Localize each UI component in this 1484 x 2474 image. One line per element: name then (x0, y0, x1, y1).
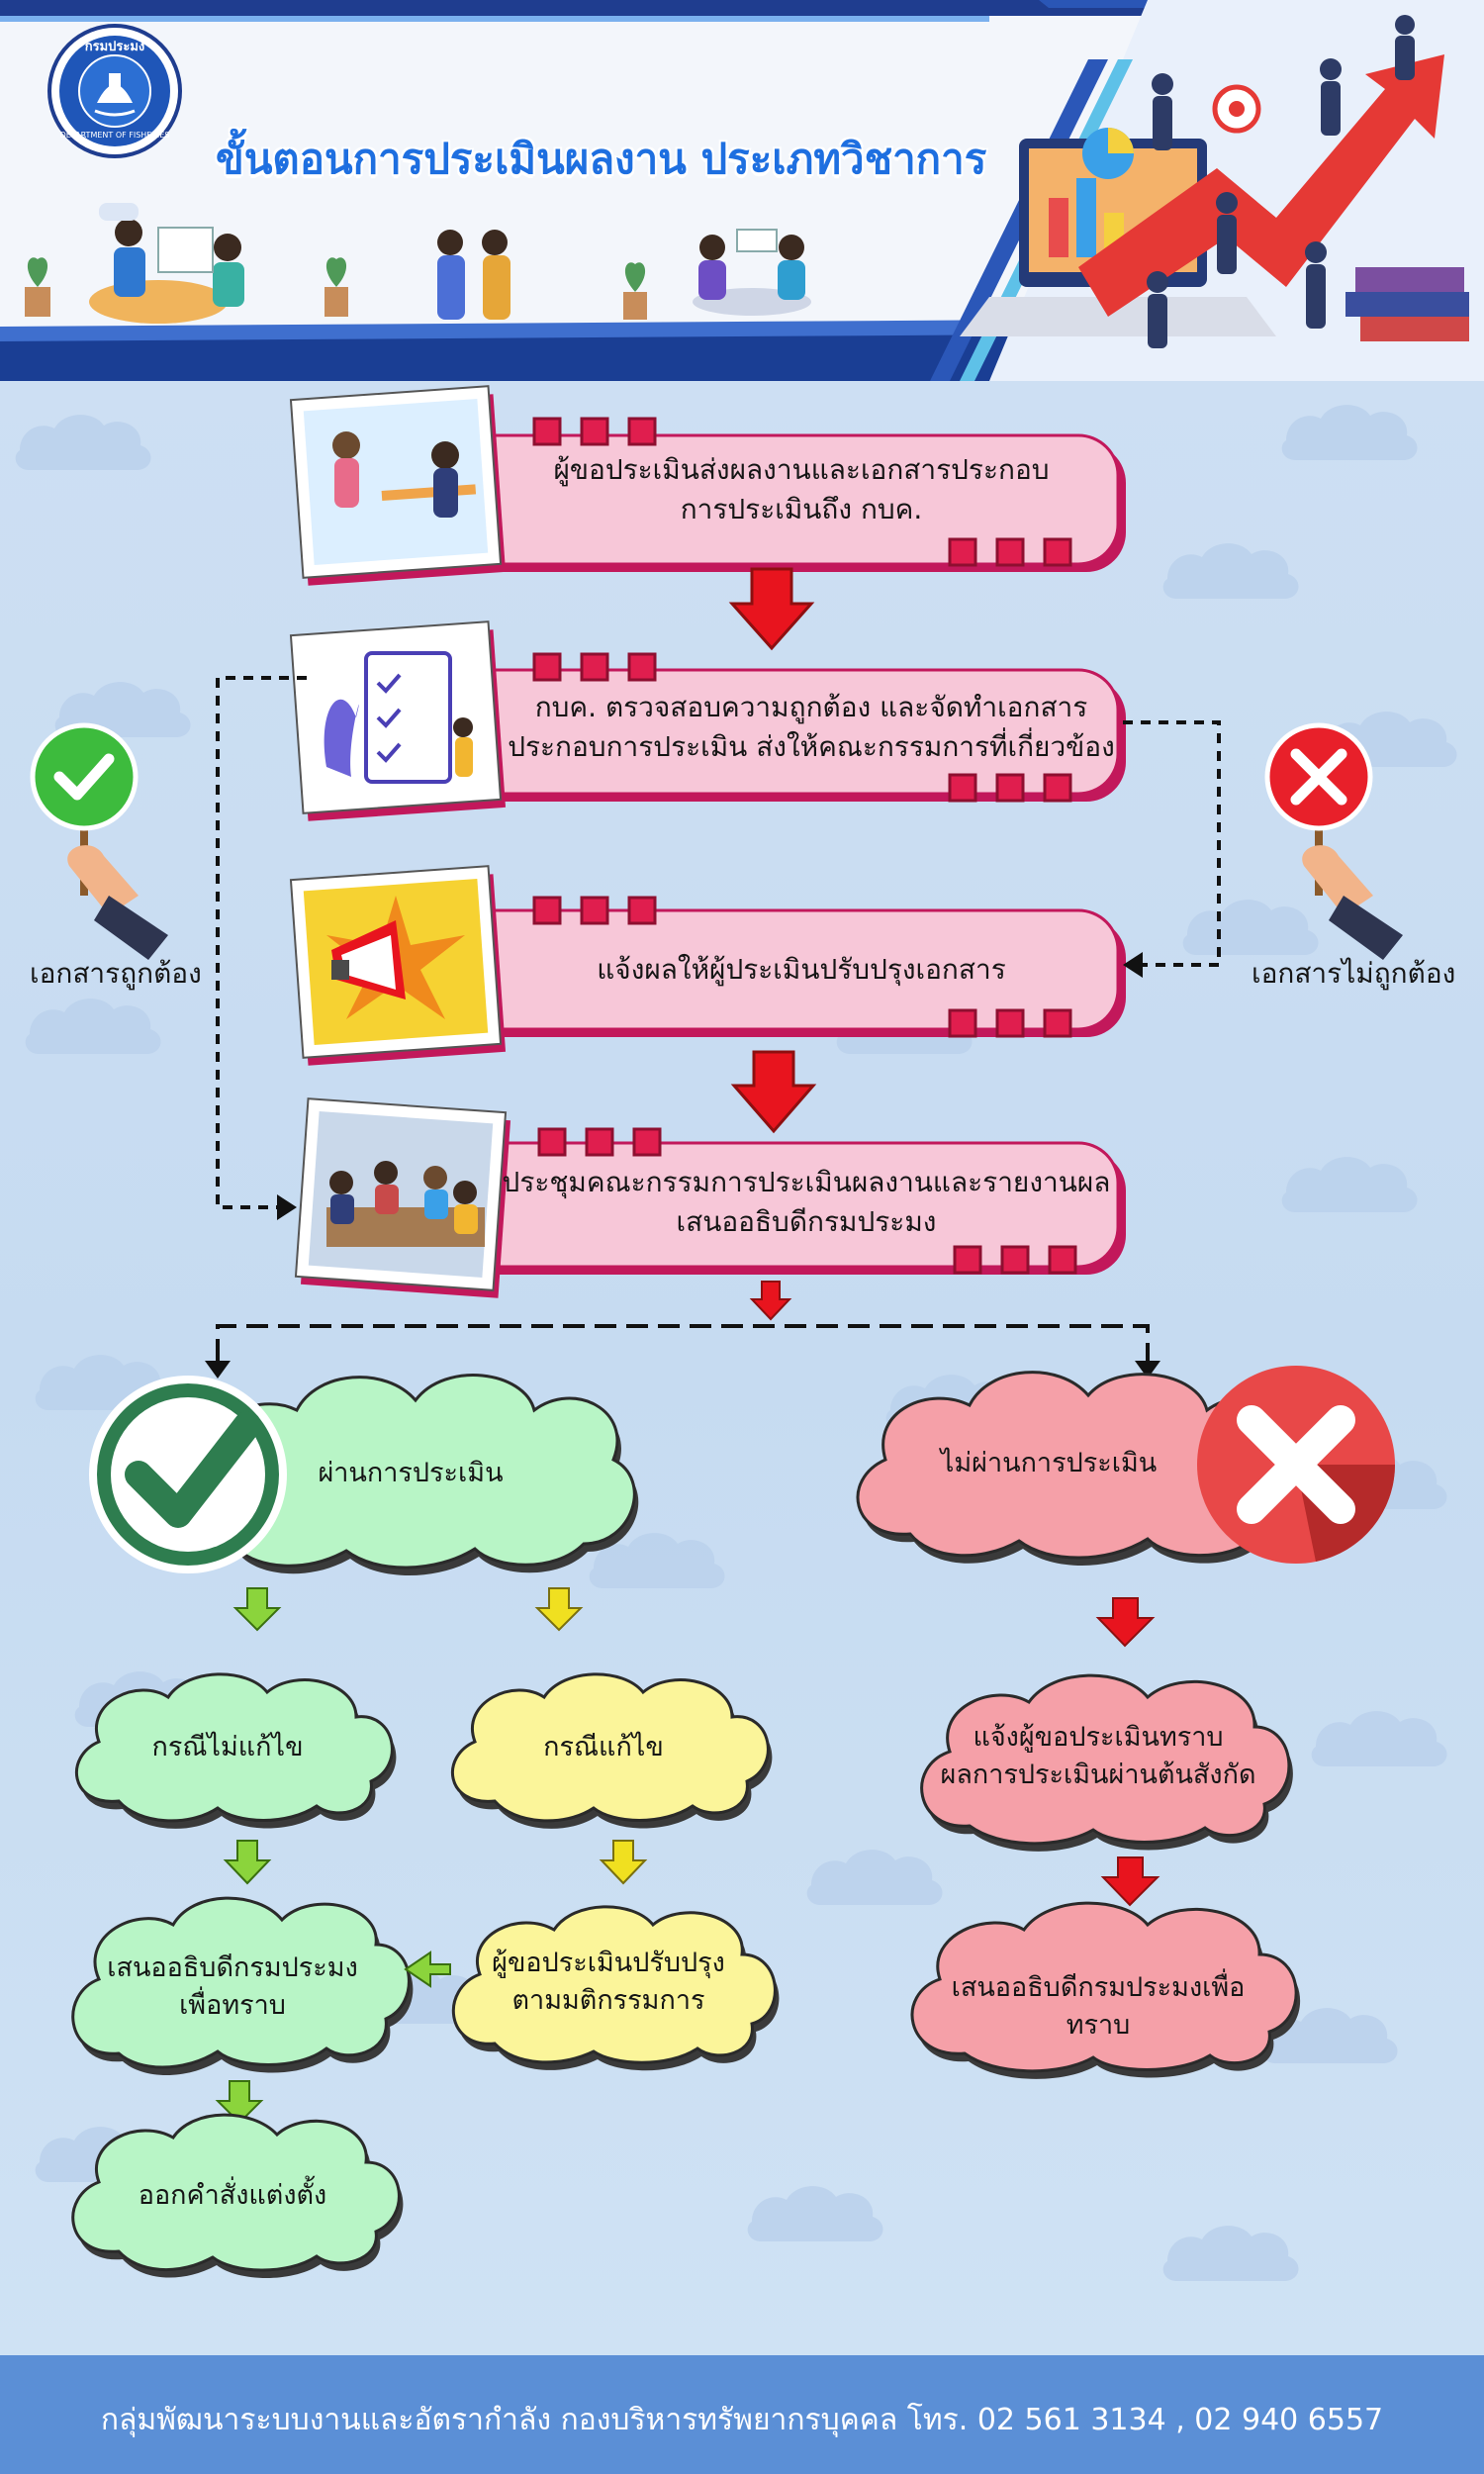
step-4-box (305, 1127, 1126, 1275)
header-graphics (0, 0, 1484, 381)
notify-line-2: ผลการประเมินผ่านต้นสังกัด (940, 1760, 1256, 1790)
fail-label: ไม่ผ่านการประเมิน (940, 1448, 1158, 1478)
revise-line-2: ตามมติกรรมการ (511, 1985, 705, 2016)
step-3-box (305, 896, 1126, 1038)
flowchart-graphics (15, 385, 1457, 2281)
flowchart-area: ผู้ขอประเมินส่งผลงานและเอกสารประกอบ การป… (0, 381, 1484, 2355)
order-cloud (71, 2113, 404, 2279)
step-4-line-2: เสนออธิบดีกรมประมง (676, 1205, 937, 1238)
step-2-box (305, 652, 1126, 803)
step-1-line-1: ผู้ขอประเมินส่งผลงานและเอกสารประกอบ (553, 453, 1050, 486)
arrow-step1-to-step2 (728, 567, 815, 651)
green-arrow-to-no-fix (232, 1587, 282, 1632)
no-fix-cloud (74, 1672, 397, 1829)
step-1-line-2: การประเมินถึง กบค. (680, 493, 923, 525)
step-1-photo (289, 385, 507, 586)
arrow-step3-to-step4 (730, 1050, 817, 1134)
footer-contact-text: กลุ่มพัฒนาระบบงานและอัตรากำลัง กองบริหาร… (100, 2403, 1384, 2437)
green-arrow-to-propose (223, 1840, 272, 1885)
fail-propose-cloud (910, 1901, 1301, 2079)
logo-text-bottom: DEPARTMENT OF FISHERIES (59, 131, 170, 140)
step-4-line-1: ประชุมคณะกรรมการประเมินผลงานและรายงานผล (502, 1166, 1111, 1198)
step-4-photo (294, 1097, 511, 1298)
red-arrow-to-notify (1095, 1597, 1156, 1648)
yellow-arrow-to-revise (599, 1840, 648, 1885)
incorrect-docs-connector (1123, 720, 1221, 978)
incorrect-docs-label: เอกสารไม่ถูกต้อง (1252, 957, 1456, 990)
step-3-line-1: แจ้งผลให้ผู้ประเมินปรับปรุงเอกสาร (597, 953, 1006, 986)
notify-text: แจ้งผู้ขอประเมินทราบ ผลการประเมินผ่านต้น… (930, 1719, 1266, 1794)
fail-cloud (856, 1371, 1312, 1567)
green-arrow-revise-to-propose (404, 1951, 451, 1988)
office-people-illustration (25, 203, 811, 324)
red-arrow-to-fail-propose (1100, 1856, 1160, 1907)
propose-line-2: เพื่อทราบ (179, 1990, 286, 2021)
step-3-photo (289, 865, 507, 1066)
step-2-line-1: กบค. ตรวจสอบความถูกต้อง และจัดทำเอกสาร (534, 691, 1088, 723)
propose-text: เสนออธิบดีกรมประมง เพื่อทราบ (84, 1950, 381, 2025)
x-badge-icon (1197, 1366, 1395, 1564)
business-illustration (930, 0, 1484, 381)
step-3-text: แจ้งผลให้ผู้ประเมินปรับปรุงเอกสาร (495, 950, 1108, 990)
check-badge-icon (89, 1376, 287, 1573)
step-1-box (305, 417, 1126, 572)
header-banner: กรมประมง DEPARTMENT OF FISHERIES ขั้นตอน… (0, 0, 1484, 381)
fix-label: กรณีแก้ไข (543, 1732, 664, 1762)
revise-cloud (451, 1905, 780, 2071)
pass-cloud (184, 1374, 639, 1576)
footer-bar: กลุ่มพัฒนาระบบงานและอัตรากำลัง กองบริหาร… (0, 2355, 1484, 2474)
step-1-text: ผู้ขอประเมินส่งผลงานและเอกสารประกอบ การป… (495, 450, 1108, 529)
check-sign-icon (30, 722, 168, 960)
revise-line-1: ผู้ขอประเมินปรับปรุง (492, 1948, 725, 1978)
propose-line-1: เสนออธิบดีกรมประมง (107, 1952, 358, 1983)
yellow-arrow-to-fix (534, 1587, 584, 1632)
department-logo: กรมประมง DEPARTMENT OF FISHERIES (36, 22, 194, 160)
step-2-text: กบค. ตรวจสอบความถูกต้อง และจัดทำเอกสาร ป… (490, 688, 1133, 767)
arrow-step4-to-outcomes (749, 1281, 792, 1321)
no-fix-label: กรณีไม่แก้ไข (151, 1732, 304, 1762)
pass-label: ผ่านการประเมิน (318, 1458, 504, 1488)
step-4-text: ประชุมคณะกรรมการประเมินผลงานและรายงานผล … (495, 1163, 1118, 1242)
step-2-line-2: ประกอบการประเมิน ส่งให้คณะกรรมการที่เกี่… (508, 730, 1115, 763)
correct-docs-connector (216, 676, 307, 1220)
green-arrow-to-order (215, 2080, 264, 2125)
order-label: ออกคำสั่งแต่งตั้ง (138, 2180, 327, 2211)
fail-propose-label: เสนออธิบดีกรมประมงเพื่อทราบ (951, 1972, 1246, 2041)
outcome-branch-connector (205, 1324, 1160, 1379)
notify-cloud (920, 1673, 1293, 1852)
x-sign-icon (1264, 722, 1403, 960)
page-title: ขั้นตอนการประเมินผลงาน ประเภทวิชาการ (216, 135, 987, 183)
logo-text-top: กรมประมง (84, 40, 145, 54)
step-2-photo (289, 620, 507, 821)
correct-docs-label: เอกสารถูกต้อง (30, 957, 202, 990)
fix-cloud (450, 1672, 773, 1829)
revise-text: ผู้ขอประเมินปรับปรุง ตามมติกรรมการ (475, 1945, 742, 2020)
propose-cloud (71, 1896, 414, 2075)
notify-line-1: แจ้งผู้ขอประเมินทราบ (973, 1722, 1224, 1753)
